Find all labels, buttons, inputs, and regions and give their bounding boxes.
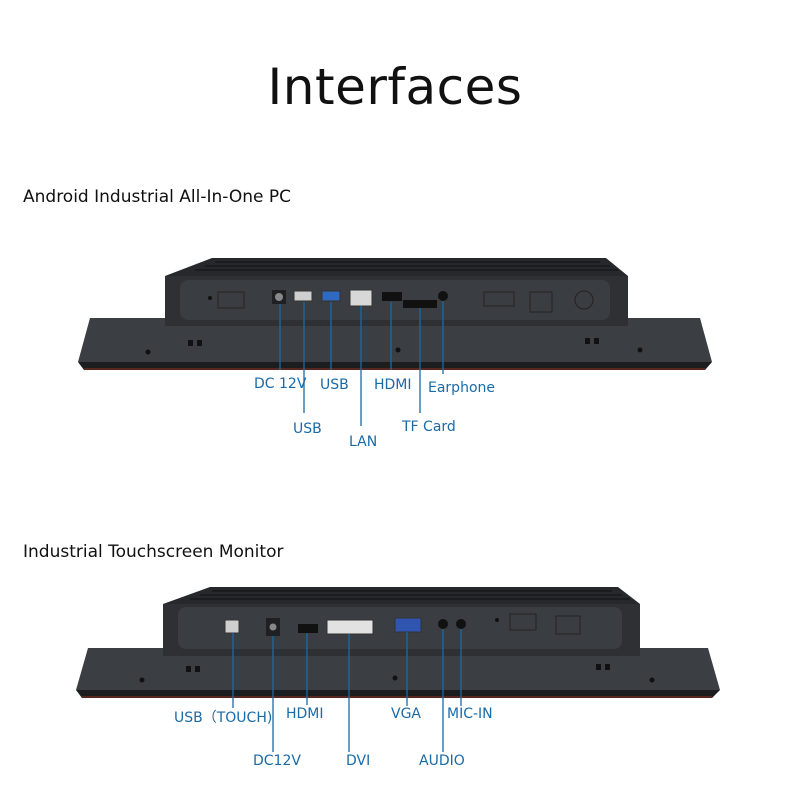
label-audio: AUDIO bbox=[419, 753, 465, 769]
label-usb-touch: USB（TOUCH) bbox=[174, 710, 273, 726]
label-mic-in: MIC-IN bbox=[447, 706, 493, 722]
label-tf-card: TF Card bbox=[402, 419, 456, 435]
label-earphone: Earphone bbox=[428, 380, 495, 396]
label-dc-12v: DC 12V bbox=[254, 376, 307, 392]
label-usb-2: USB bbox=[320, 377, 349, 393]
page-title: Interfaces bbox=[267, 58, 523, 116]
label-hdmi: HDMI bbox=[374, 377, 412, 393]
label-dc12v: DC12V bbox=[253, 753, 301, 769]
label-vga: VGA bbox=[391, 706, 422, 722]
label-dvi: DVI bbox=[346, 753, 371, 769]
section-title-touchscreen-monitor: Industrial Touchscreen Monitor bbox=[23, 542, 284, 562]
section-title-android-pc: Android Industrial All-In-One PC bbox=[23, 187, 292, 207]
label-lan: LAN bbox=[349, 434, 378, 450]
label-hdmi-monitor: HDMI bbox=[286, 706, 324, 722]
label-usb-1: USB bbox=[293, 421, 322, 437]
